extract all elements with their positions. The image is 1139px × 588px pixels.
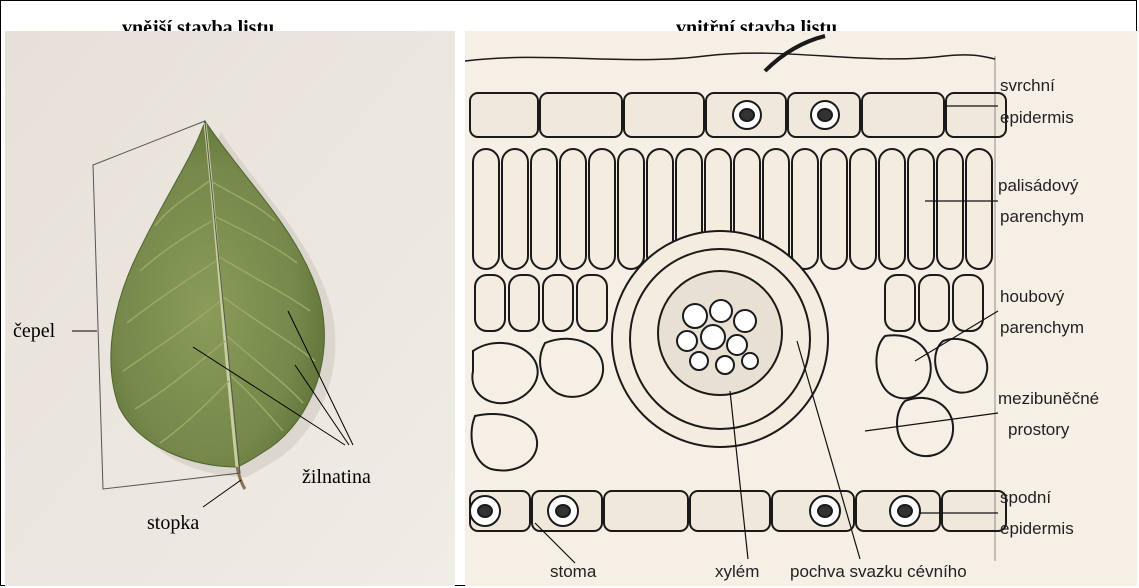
stoma-label: stoma bbox=[550, 562, 597, 581]
vascular-bundle bbox=[612, 231, 828, 447]
leaf-section-svg: svrchní epidermis palisádový parenchym h… bbox=[465, 31, 1137, 586]
blade-label: čepel bbox=[13, 320, 56, 342]
intercellular-label-line2: prostory bbox=[1008, 420, 1070, 439]
spongy-label-line2: parenchym bbox=[1000, 318, 1084, 337]
spongy-label-line1: houbový bbox=[1000, 287, 1065, 306]
petiole-label: stopka bbox=[147, 512, 199, 534]
sheath-label: pochva svazku cévního bbox=[790, 562, 967, 581]
external-leaf-photo: čepel žilnatina stopka bbox=[5, 31, 455, 586]
upper-epidermis-label-line2: epidermis bbox=[1000, 108, 1074, 127]
intercellular-label-line1: mezibuněčné bbox=[998, 389, 1099, 408]
leaf-photo-svg: čepel žilnatina stopka bbox=[5, 31, 455, 586]
internal-leaf-diagram: svrchní epidermis palisádový parenchym h… bbox=[465, 31, 1137, 586]
xylem-label: xylém bbox=[715, 562, 759, 581]
upper-epidermis-label-line1: svrchní bbox=[1000, 76, 1055, 95]
lower-epidermis-label-line2: epidermis bbox=[1000, 519, 1074, 538]
palisade-label-line2: parenchym bbox=[1000, 207, 1084, 226]
venation-label: žilnatina bbox=[302, 466, 371, 488]
lower-epidermis-label-line1: spodní bbox=[1000, 488, 1051, 507]
palisade-label-line1: palisádový bbox=[998, 176, 1079, 195]
